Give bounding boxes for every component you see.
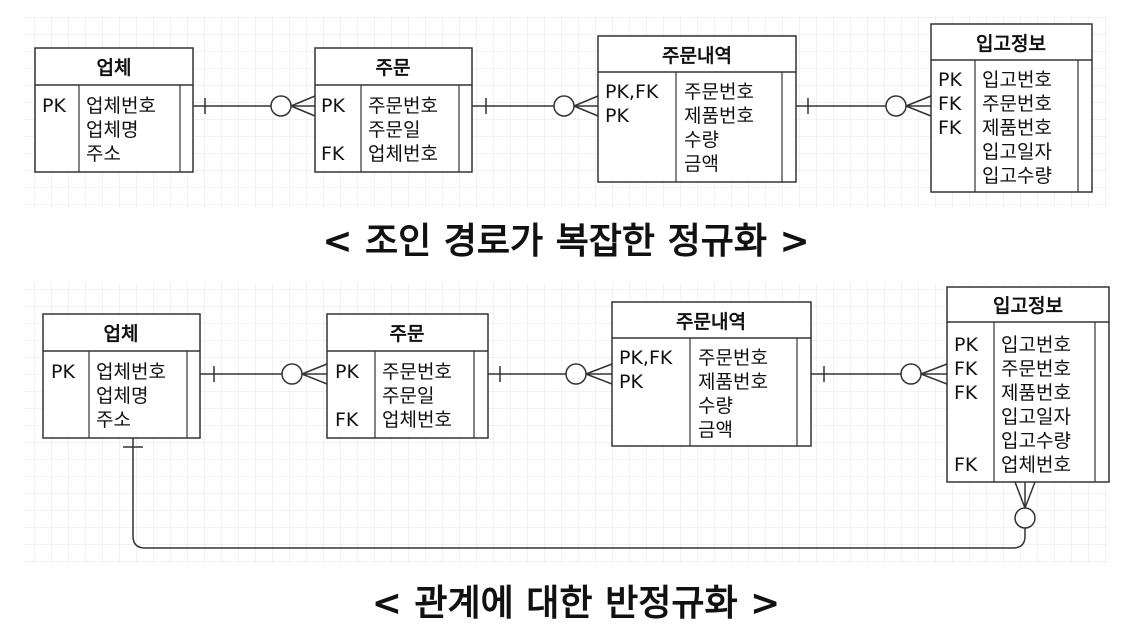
entity-order[interactable]: 주문 PK 주문번호 주문일 FK 업체번호 [326,313,489,439]
field-label: 주문번호 [1001,358,1071,380]
field-label: 주문번호 [684,81,754,103]
field-label: 수량 [698,395,733,417]
entity-order[interactable]: 주문 PK 주문번호 주문일 FK 업체번호 [314,47,473,173]
field-label: 입고수량 [1001,430,1071,452]
field-label: 입고번호 [1001,334,1071,356]
entity-title: 업체 [97,57,132,79]
key-label: PK [51,361,75,383]
entity-title: 주문내역 [676,311,746,333]
relationship-vendor-receiving [123,438,1036,549]
entity-vendor[interactable]: 업체 PK 업체번호 업체명 주소 [34,47,194,173]
key-label: PK [619,371,643,393]
field-label: 업체번호 [1001,454,1071,476]
key-label: PK,FK [619,347,673,369]
entity-title: 입고정보 [993,295,1063,317]
key-label: PK [938,69,962,91]
field-label: 업체명 [96,385,148,407]
key-label: FK [954,382,978,404]
entity-title: 업체 [104,323,139,345]
field-label: 주문일 [382,385,434,407]
entity-receiving-info[interactable]: 입고정보 PK 입고번호 FK 주문번호 FK 제품번호 입고일자 입고수량 [930,23,1093,193]
diagram-caption: < 관계에 대한 반정규화 > [372,583,781,624]
field-label: 업체번호 [86,95,156,117]
key-label: PK [954,334,978,356]
diagram-normalized: 업체 PK 업체번호 업체명 주소 주문 PK 주문번호 주문일 FK 업체번호… [34,23,1093,262]
entity-receiving-info[interactable]: 입고정보 PK 입고번호 FK 주문번호 FK 제품번호 입고일자 입고수량 F… [946,286,1110,483]
diagram-denormalized: 업체 PK 업체번호 업체명 주소 주문 PK 주문번호 주문일 FK 업체번호… [42,286,1110,624]
key-label: FK [954,454,978,476]
field-label: 입고일자 [1001,406,1071,428]
entity-title: 주문내역 [662,45,732,67]
relationship-order-detail [472,95,599,117]
field-label: 업체번호 [368,143,438,165]
field-label: 금액 [684,153,719,175]
field-label: 입고일자 [982,141,1052,163]
grid-background-bottom [24,282,1108,564]
field-label: 주문번호 [982,93,1052,115]
relationship-vendor-order [193,95,316,117]
field-label: 입고번호 [982,69,1052,91]
relationship-connectors-bottom [123,363,1036,549]
relationship-connectors-top [193,95,932,117]
relationship-vendor-order [200,363,328,385]
field-label: 업체명 [86,119,138,141]
field-label: 금액 [698,419,733,441]
field-label: 주문번호 [368,95,438,117]
entity-title: 입고정보 [976,33,1046,55]
field-label: 제품번호 [698,371,768,393]
relationship-detail-receiving [811,363,948,385]
relationship-detail-receiving [796,95,932,117]
field-label: 제품번호 [1001,382,1071,404]
field-label: 주문일 [368,119,420,141]
key-label: FK [335,409,359,431]
key-label: PK [605,105,629,127]
field-label: 입고수량 [982,165,1052,187]
entity-order-detail[interactable]: 주문내역 PK,FK 주문번호 PK 제품번호 수량 금액 [597,35,797,183]
key-label: PK [321,95,345,117]
field-label: 주문번호 [382,361,452,383]
key-label: FK [938,117,962,139]
key-label: PK [42,95,66,117]
diagram-caption: < 조인 경로가 복잡한 정규화 > [322,221,809,262]
field-label: 업체번호 [382,409,452,431]
field-label: 업체번호 [96,361,166,383]
entity-title: 주문 [390,323,425,345]
entity-order-detail[interactable]: 주문내역 PK,FK 주문번호 PK 제품번호 수량 금액 [611,301,812,447]
field-label: 수량 [684,129,719,151]
field-label: 주소 [96,409,131,431]
key-label: PK [335,361,359,383]
field-label: 주소 [86,143,121,165]
key-label: FK [321,143,345,165]
key-label: FK [954,358,978,380]
relationship-order-detail [488,363,613,385]
key-label: PK,FK [605,81,659,103]
field-label: 제품번호 [684,105,754,127]
key-label: FK [938,93,962,115]
entity-vendor[interactable]: 업체 PK 업체번호 업체명 주소 [42,313,201,439]
field-label: 제품번호 [982,117,1052,139]
field-label: 주문번호 [698,347,768,369]
entity-title: 주문 [376,57,411,79]
